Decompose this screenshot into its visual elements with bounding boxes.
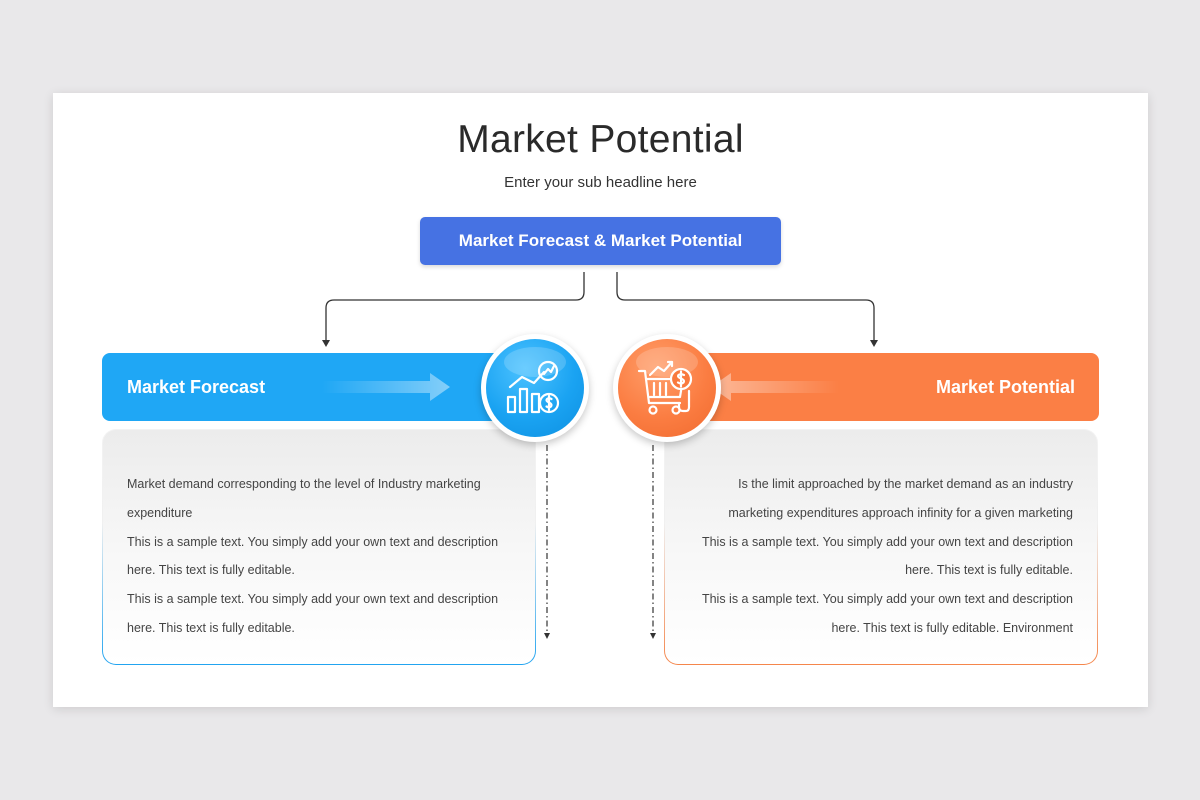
top-heading-box: Market Forecast & Market Potential bbox=[420, 217, 781, 265]
market-forecast-banner: Market Forecast bbox=[102, 353, 522, 421]
right-dashed-arrowhead bbox=[650, 633, 656, 639]
slide: Market Potential Enter your sub headline… bbox=[53, 93, 1148, 707]
right-paragraph-2: This is a sample text. You simply add yo… bbox=[701, 534, 1073, 578]
market-potential-label: Market Potential bbox=[935, 376, 1075, 397]
market-forecast-label: Market Forecast bbox=[127, 376, 266, 397]
left-dashed-arrowhead bbox=[544, 633, 550, 639]
market-forecast-text: Market demand corresponding to the level… bbox=[127, 470, 517, 643]
arrow-right-icon bbox=[322, 373, 450, 401]
right-connector bbox=[616, 272, 875, 340]
market-potential-banner: Market Potential bbox=[677, 353, 1099, 421]
market-forecast-icon-badge bbox=[481, 334, 589, 442]
right-paragraph-3: This is a sample text. You simply add yo… bbox=[701, 592, 1073, 635]
page-subtitle: Enter your sub headline here bbox=[504, 174, 697, 191]
arrow-left-icon bbox=[711, 373, 839, 401]
left-paragraph-3: This is a sample text. You simply add yo… bbox=[127, 592, 499, 635]
market-potential-card: Is the limit approached by the market de… bbox=[664, 429, 1098, 665]
shopping-cart-dollar-icon bbox=[637, 360, 693, 415]
market-forecast-card: Market demand corresponding to the level… bbox=[102, 429, 536, 665]
market-potential-text: Is the limit approached by the market de… bbox=[683, 470, 1073, 643]
right-paragraph-1: Is the limit approached by the market de… bbox=[728, 477, 1073, 520]
page-title: Market Potential bbox=[457, 118, 744, 161]
left-connector bbox=[325, 272, 585, 340]
right-connector-arrowhead bbox=[870, 340, 878, 347]
left-paragraph-1: Market demand corresponding to the level… bbox=[127, 477, 481, 520]
growth-chart-icon bbox=[506, 360, 560, 414]
market-potential-icon-badge bbox=[613, 334, 721, 442]
left-connector-arrowhead bbox=[322, 340, 330, 347]
left-paragraph-2: This is a sample text. You simply add yo… bbox=[127, 534, 499, 578]
